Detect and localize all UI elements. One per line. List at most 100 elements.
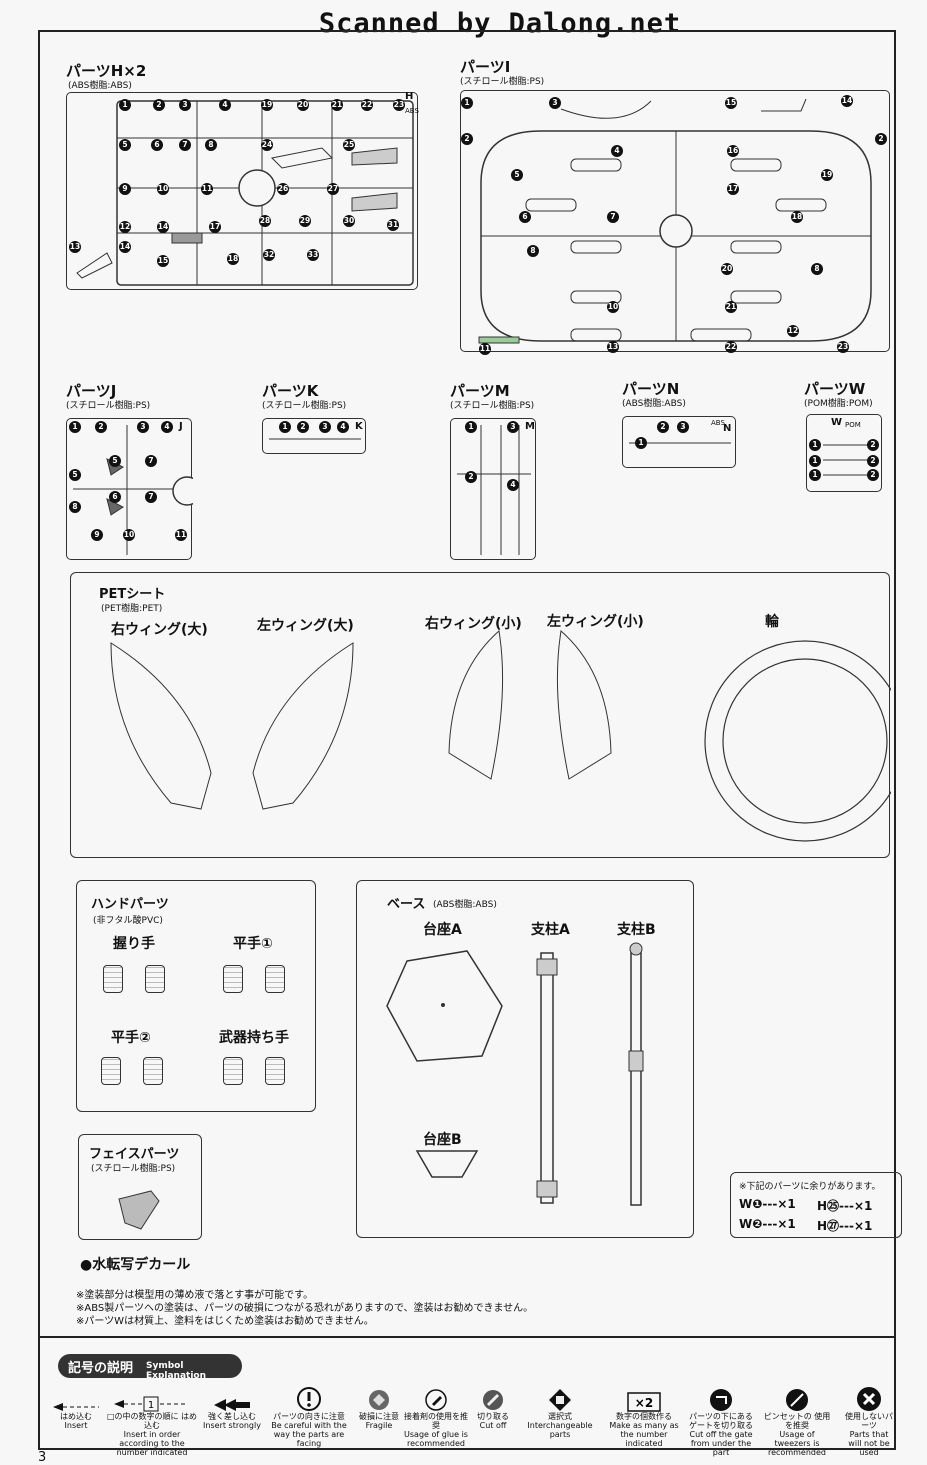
base-title: ベース: [387, 897, 426, 912]
hand-part-drawing: [223, 965, 243, 993]
part-number-badge: 3: [179, 99, 191, 111]
part-number-badge: 1: [809, 439, 821, 451]
part-number-badge: 2: [95, 421, 107, 433]
part-number-badge: 1: [69, 421, 81, 433]
part-number-badge: 1: [279, 421, 291, 433]
part-number-badge: 20: [721, 263, 733, 275]
parts-i-material: (スチロール樹脂:PS): [460, 77, 545, 87]
part-number-badge: 19: [821, 169, 833, 181]
parts-k-material: (スチロール樹脂:PS): [262, 401, 347, 411]
base-label-pole-a: 支柱A: [531, 922, 570, 938]
part-number-badge: 3: [549, 97, 561, 109]
part-number-badge: 4: [337, 421, 349, 433]
part-number-badge: 3: [319, 421, 331, 433]
runner-m-letter: M: [525, 421, 535, 432]
parts-k-title: パーツK: [262, 382, 319, 400]
part-number-badge: 28: [259, 215, 271, 227]
part-number-badge: 20: [297, 99, 309, 111]
runner-j-letter: J: [179, 421, 183, 432]
part-number-badge: 11: [479, 343, 491, 355]
hand-label-flat2: 平手②: [111, 1030, 151, 1046]
part-number-badge: 1: [119, 99, 131, 111]
parts-n-title: パーツN: [622, 380, 680, 398]
runner-h-tag: ABS: [405, 107, 419, 115]
part-number-badge: 30: [343, 215, 355, 227]
part-number-badge: 7: [607, 211, 619, 223]
hand-title: ハンドパーツ: [91, 897, 169, 912]
part-number-badge: 4: [611, 145, 623, 157]
part-number-badge: 5: [511, 169, 523, 181]
part-number-badge: 26: [277, 183, 289, 195]
part-number-badge: 8: [69, 501, 81, 513]
pet-sheet-box: PETシート (PET樹脂:PET) 右ウィング(大) 左ウィング(大) 右ウィ…: [70, 572, 891, 858]
part-number-badge: 24: [261, 139, 273, 151]
part-number-badge: 17: [209, 221, 221, 233]
parts-m-material: (スチロール樹脂:PS): [450, 401, 535, 411]
pet-label-left-wing-small: 左ウィング(小): [547, 614, 644, 630]
part-number-badge: 14: [157, 221, 169, 233]
runner-h-drawing: [76, 100, 414, 286]
runner-i-drawing: [478, 98, 872, 344]
parts-n-material: (ABS樹脂:ABS): [622, 399, 686, 409]
part-number-badge: 1: [809, 469, 821, 481]
base-label-stand-a: 台座A: [423, 922, 462, 938]
runner-w-letter: W: [831, 417, 843, 428]
part-number-badge: 16: [727, 145, 739, 157]
page-frame: [38, 30, 896, 1338]
part-number-badge: 2: [153, 99, 165, 111]
part-number-badge: 4: [219, 99, 231, 111]
hand-parts-box: ハンドパーツ (非フタル酸PVC) 握り手 平手① 平手② 武器持ち手: [76, 880, 316, 1112]
part-number-badge: 5: [109, 455, 121, 467]
part-number-badge: 7: [145, 491, 157, 503]
part-number-badge: 22: [361, 99, 373, 111]
part-number-badge: 15: [725, 97, 737, 109]
part-number-badge: 2: [867, 455, 879, 467]
part-number-badge: 8: [811, 263, 823, 275]
part-number-badge: 1: [635, 437, 647, 449]
spare-w1: W❶---×1: [739, 1197, 796, 1211]
spare-h27: H㉗---×1: [817, 1219, 873, 1233]
scan-watermark: Scanned by Dalong.net: [318, 8, 682, 39]
base-label-pole-b: 支柱B: [617, 922, 656, 938]
part-number-badge: 14: [119, 241, 131, 253]
part-number-badge: 6: [519, 211, 531, 223]
base-material: (ABS樹脂:ABS): [433, 900, 497, 910]
hand-part-drawing: [143, 1057, 163, 1085]
base-box: ベース (ABS樹脂:ABS) 台座A 支柱A 支柱B 台座B: [356, 880, 694, 1238]
part-number-badge: 8: [527, 245, 539, 257]
hand-part-drawing: [265, 965, 285, 993]
part-number-badge: 33: [307, 249, 319, 261]
note-3: ※パーツWは材質上、塗料をはじくため塗装はお勧めできません。: [76, 1316, 374, 1327]
part-number-badge: 4: [161, 421, 173, 433]
hand-part-drawing: [265, 1057, 285, 1085]
parts-h-title: パーツH×2: [66, 62, 147, 80]
hand-part-drawing: [145, 965, 165, 993]
part-number-badge: 5: [69, 469, 81, 481]
hand-label-weapon: 武器持ち手: [219, 1030, 289, 1046]
parts-i-title: パーツI: [460, 58, 511, 76]
runner-n-tag: ABS: [711, 419, 725, 427]
part-number-badge: 3: [137, 421, 149, 433]
part-number-badge: 25: [343, 139, 355, 151]
pet-sheet-drawing: [110, 630, 891, 842]
hand-label-fist: 握り手: [113, 936, 155, 952]
part-number-badge: 2: [875, 133, 887, 145]
part-number-badge: 7: [145, 455, 157, 467]
pet-material: (PET樹脂:PET): [101, 604, 163, 614]
part-number-badge: 6: [109, 491, 121, 503]
part-number-badge: 9: [119, 183, 131, 195]
runner-h-letter: H: [405, 91, 414, 102]
spare-title: ※下記のパーツに余りがあります。: [739, 1182, 881, 1192]
hand-material: (非フタル酸PVC): [93, 916, 163, 926]
pet-label-right-wing-large: 右ウィング(大): [111, 622, 208, 638]
